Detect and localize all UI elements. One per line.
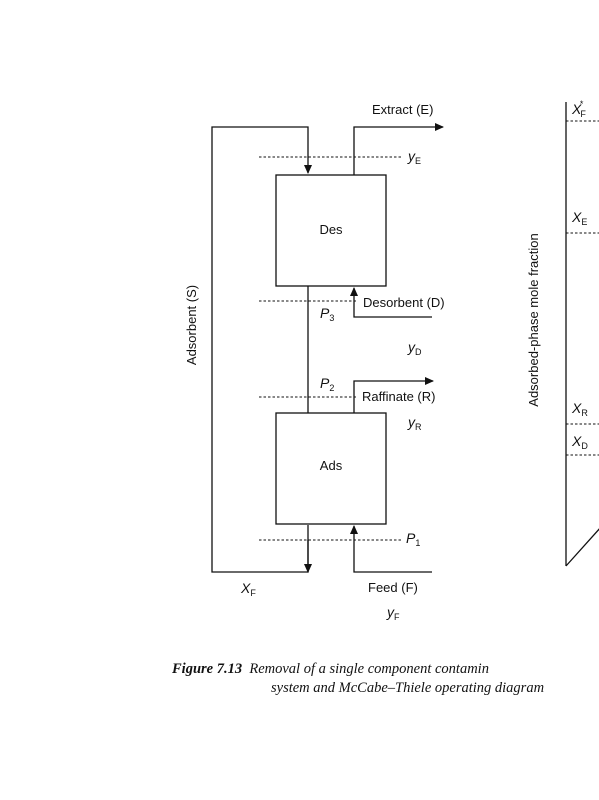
feed-arrow [350,525,432,573]
adsorbent-label: Adsorbent (S) [184,285,199,365]
symbol-yF: yF [386,604,400,622]
raffinate-arrow [353,377,434,413]
symbol-P1: P1 [406,530,420,548]
caption-text-1: Removal of a single component contamin [249,661,489,677]
axis-label: Adsorbed-phase mole fraction [526,233,541,406]
symbol-yE: yE [407,148,421,166]
caption-line-1: Figure 7.13 Removal of a single componen… [172,660,599,679]
symbol-P3: P3 [320,305,334,323]
tick-XE: XE [571,209,587,227]
desorbent-arrow [350,287,432,318]
desorbent-label: Desorbent (D) [363,295,445,310]
desorber-box [275,174,387,287]
raffinate-label: Raffinate (R) [362,389,435,404]
operating-line [565,528,599,567]
extract-arrow [353,123,444,175]
symbol-yR: yR [407,414,422,432]
desorber-label: Des [319,222,343,237]
feed-label: Feed (F) [368,580,418,595]
figure-caption: Figure 7.13 Removal of a single componen… [172,660,599,698]
tick-XR: XR [571,400,588,418]
caption-line-2: system and McCabe–Thiele operating diagr… [271,680,545,696]
extract-label: Extract (E) [372,102,433,117]
tick-XF-star: XF* [571,99,586,119]
adsorbent-recycle-line [211,126,312,573]
adsorber-box [275,412,387,525]
tick-XD: XD [571,433,588,451]
symbol-XF: XF [240,580,256,598]
adsorber-label: Ads [320,458,343,473]
symbol-P2: P2 [320,375,334,393]
figure-label: Figure 7.13 [172,661,243,677]
symbol-yD: yD [407,339,422,357]
